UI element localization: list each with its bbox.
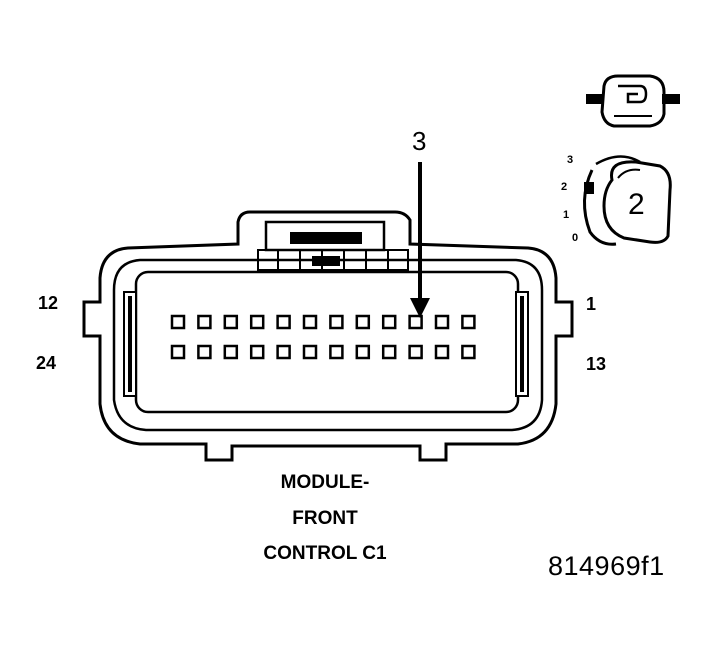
right-ribs bbox=[515, 291, 529, 397]
figure-id: 814969f1 bbox=[548, 551, 665, 581]
pin-cavity-5 bbox=[355, 314, 371, 330]
pin-cavity-18 bbox=[329, 344, 344, 360]
caption-line-2: FRONT bbox=[292, 508, 358, 529]
pin-label-1: 1 bbox=[586, 294, 597, 314]
pin-label-13: 13 bbox=[586, 354, 607, 374]
pin-cavity-17 bbox=[355, 344, 371, 360]
connector-housing-inner bbox=[112, 258, 544, 432]
pin-cavity-11 bbox=[197, 314, 212, 330]
pin-cavity-24 bbox=[170, 344, 186, 360]
pin-cavity-9 bbox=[249, 314, 265, 330]
pin-cavity-2 bbox=[434, 314, 450, 330]
pin-cavity-12 bbox=[170, 314, 186, 330]
pin-face bbox=[134, 270, 520, 414]
left-ribs bbox=[123, 291, 137, 397]
pin-cavity-1 bbox=[461, 314, 476, 330]
top-latch bbox=[257, 220, 409, 271]
pin-cavity-8 bbox=[276, 314, 291, 330]
terminal-clip-icon bbox=[586, 74, 680, 128]
lock-key bbox=[602, 160, 672, 244]
pin-cavity-7 bbox=[302, 314, 318, 330]
pin-cavity-10 bbox=[223, 314, 239, 330]
lock-position-2: 2 bbox=[561, 181, 568, 193]
callout-number-2: 2 bbox=[628, 188, 645, 221]
pin-cavity-13 bbox=[461, 344, 476, 360]
lock-position-1: 1 bbox=[563, 209, 570, 221]
pin-cavity-19 bbox=[302, 344, 318, 360]
pin-cavity-23 bbox=[197, 344, 212, 360]
lock-detail bbox=[582, 155, 672, 246]
callout-arrow bbox=[410, 162, 430, 318]
pin-cavity-4 bbox=[381, 314, 397, 330]
pin-cavity-16 bbox=[381, 344, 397, 360]
pin-cavity-14 bbox=[434, 344, 450, 360]
caption-line-3: CONTROL C1 bbox=[263, 543, 387, 564]
pin-cavity-20 bbox=[276, 344, 291, 360]
lock-position-3: 3 bbox=[567, 154, 574, 166]
lock-position-0: 0 bbox=[572, 232, 579, 244]
pin-label-12: 12 bbox=[38, 293, 59, 313]
pin-cavity-3 bbox=[408, 314, 423, 330]
caption-line-1: MODULE- bbox=[280, 472, 370, 493]
pin-cavity-6 bbox=[329, 314, 344, 330]
connector-housing-outer bbox=[82, 210, 574, 462]
pin-cavity-22 bbox=[223, 344, 239, 360]
pin-cavity-21 bbox=[249, 344, 265, 360]
pin-cavity-15 bbox=[408, 344, 423, 360]
callout-number-3: 3 bbox=[412, 126, 427, 156]
pin-label-24: 24 bbox=[36, 353, 57, 373]
pin-array bbox=[170, 314, 476, 360]
